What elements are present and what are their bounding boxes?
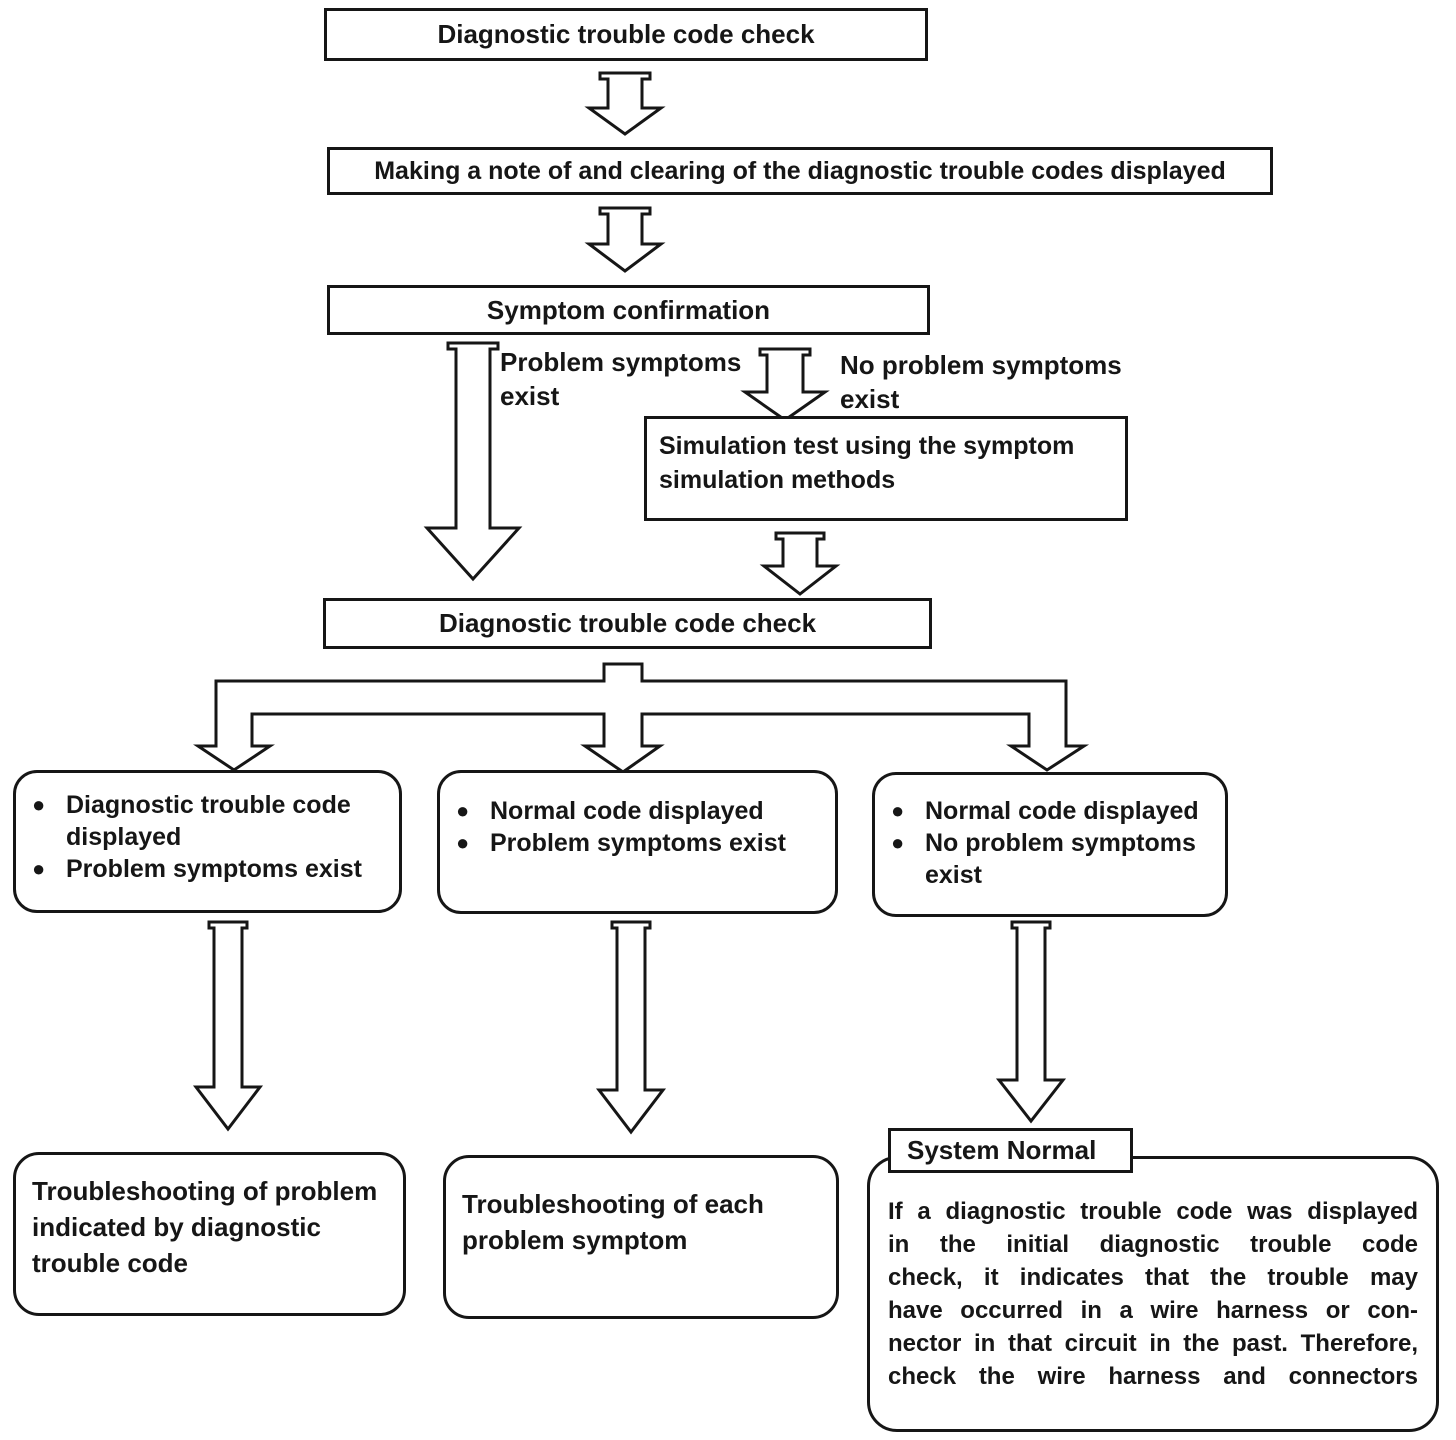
step-simulation-line2: simulation methods [659, 466, 896, 494]
outcome-item: Normal code displayed [925, 797, 1199, 825]
step-note-clear-box: Making a note of and clearing of the dia… [327, 147, 1273, 195]
action-troubleshoot-dtc-line1: Troubleshooting of problem [32, 1176, 378, 1206]
result-body-line3: check, it indicates that the trouble may [888, 1264, 1418, 1291]
step-dtc-check-2-box: Diagnostic trouble code check [323, 598, 932, 649]
bullet-icon: ● [32, 856, 46, 881]
action-troubleshoot-symptom-line1: Troubleshooting of each [462, 1189, 764, 1219]
arrow-no-problem-symptoms [740, 347, 830, 422]
fork-dtc2-to-outcomes [193, 662, 1090, 774]
bullet-icon: ● [891, 830, 905, 855]
outcome-item-row: ● Normal code displayed [891, 795, 1217, 827]
outcome-item: No problem symptoms exist [925, 829, 1196, 889]
step-dtc-check-1-label: Diagnostic trouble code check [437, 19, 815, 49]
branch-left-label: Problem symptoms exist [500, 345, 741, 413]
arrow-simulation-to-dtc2 [759, 531, 841, 596]
outcome-item: Normal code displayed [490, 797, 764, 825]
arrow-problem-symptoms-exist [423, 341, 523, 582]
outcome-item-row: ● Diagnostic trouble code displayed [32, 789, 391, 853]
action-troubleshoot-symptom-box: Troubleshooting of each problem symptom [443, 1155, 839, 1319]
action-troubleshoot-symptom-line2: problem symptom [462, 1225, 688, 1255]
bullet-icon: ● [891, 798, 905, 823]
result-body-line6: check the wire harness and connectors [888, 1363, 1418, 1390]
bullet-icon: ● [32, 792, 46, 817]
action-troubleshoot-dtc-box: Troubleshooting of problem indicated by … [13, 1152, 406, 1316]
branch-left-label-line2: exist [500, 381, 560, 411]
result-system-normal-title: System Normal [907, 1135, 1097, 1165]
result-body-line2: in the initial diagnostic trouble code [888, 1231, 1418, 1258]
outcome-dtc-displayed-box: ● Diagnostic trouble code displayed ● Pr… [13, 770, 402, 913]
action-troubleshoot-dtc-line2: indicated by diagnostic [32, 1212, 321, 1242]
branch-left-label-line1: Problem symptoms [500, 347, 742, 377]
bullet-icon: ● [456, 798, 470, 823]
outcome-item: Problem symptoms exist [66, 855, 362, 883]
step-simulation-line1: Simulation test using the symptom [659, 432, 1075, 460]
outcome-item: Diagnostic trouble code displayed [66, 791, 351, 851]
outcome-item: Problem symptoms exist [490, 829, 786, 857]
arrow-outcome3-to-result [995, 920, 1067, 1124]
arrow-dtc1-to-note [584, 71, 666, 136]
result-body-line5: nector in that circuit in the past. Ther… [888, 1330, 1418, 1357]
step-symptom-confirmation-label: Symptom confirmation [486, 294, 771, 325]
arrow-note-to-symptom [584, 206, 666, 273]
outcome-normal-no-symptoms-box: ● Normal code displayed ● No problem sym… [872, 772, 1228, 917]
result-system-normal-box: If a diagnostic trouble code was display… [867, 1156, 1439, 1432]
arrow-outcome1-to-action1 [192, 920, 264, 1132]
result-body-line1: If a diagnostic trouble code was display… [888, 1198, 1418, 1225]
outcome-normal-symptoms-box: ● Normal code displayed ● Problem sympto… [437, 770, 838, 914]
bullet-icon: ● [456, 830, 470, 855]
action-troubleshoot-dtc-line3: trouble code [32, 1248, 189, 1278]
outcome-item-row: ● Normal code displayed [456, 795, 827, 827]
branch-right-label-line2: exist [840, 384, 900, 414]
branch-right-label-line1: No problem symptoms [840, 350, 1122, 380]
outcome-item-row: ● Problem symptoms exist [32, 853, 391, 885]
outcome-item-row: ● No problem symptoms exist [891, 827, 1217, 891]
outcome-item-row: ● Problem symptoms exist [456, 827, 827, 859]
step-dtc-check-2-label: Diagnostic trouble code check [438, 608, 817, 638]
step-simulation-box: Simulation test using the symptom simula… [644, 416, 1128, 521]
branch-right-label: No problem symptoms exist [840, 348, 1122, 416]
step-symptom-confirmation-box: Symptom confirmation [327, 285, 930, 335]
step-dtc-check-1-box: Diagnostic trouble code check [324, 8, 928, 61]
arrow-outcome2-to-action2 [595, 920, 667, 1135]
step-note-clear-label: Making a note of and clearing of the dia… [374, 156, 1226, 185]
result-body-line4: have occurred in a wire harness or con- [888, 1297, 1418, 1324]
result-system-normal-title-box: System Normal [888, 1128, 1133, 1173]
